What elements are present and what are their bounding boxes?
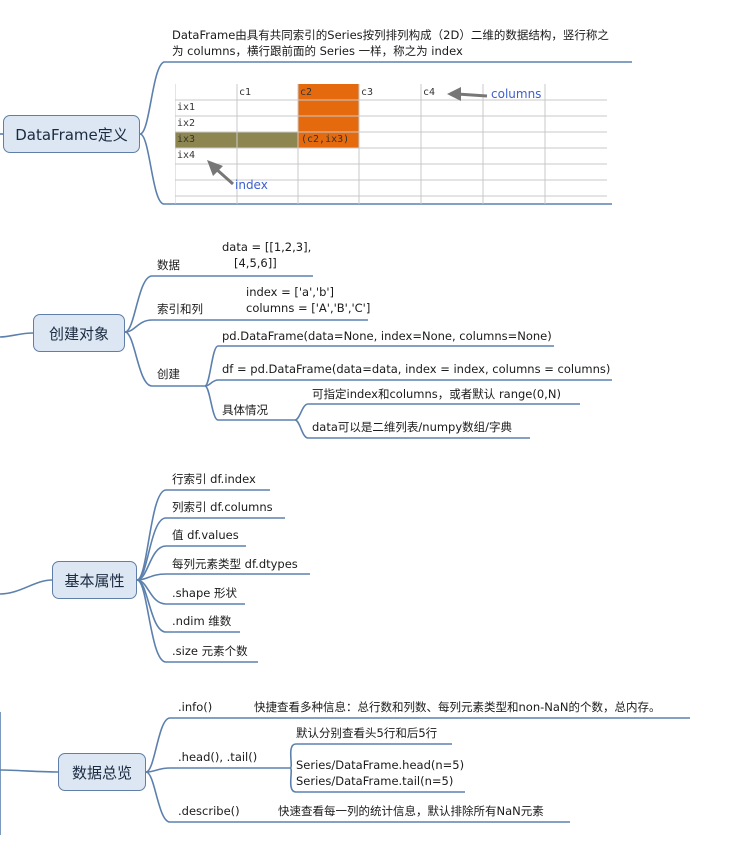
node-title: DataFrame定义 xyxy=(15,125,128,144)
row-label-ix2: ix2 xyxy=(177,118,196,129)
head-desc-1: 默认分别查看头5行和后5行 xyxy=(296,726,438,740)
node-basic-attributes[interactable]: 基本属性 xyxy=(52,561,137,599)
node-title: 创建对象 xyxy=(48,324,109,343)
node-create-object[interactable]: 创建对象 xyxy=(33,314,125,352)
index-annotation: index xyxy=(235,178,268,192)
definition-desc-line2: 为 columns，横行跟前面的 Series 一样，称之为 index xyxy=(172,44,463,58)
definition-desc-line1: DataFrame由具有共同索引的Series按列排列构成（2D）二维的数据结构… xyxy=(172,28,609,42)
highlight-cell-label: (c2,ix3) xyxy=(301,134,350,145)
index-columns-label: 索引和列 xyxy=(157,302,203,316)
create-label: 创建 xyxy=(157,367,180,381)
head-desc-3: Series/DataFrame.tail(n=5) xyxy=(296,774,454,788)
column-label-c1: c1 xyxy=(239,87,252,98)
node-title: 基本属性 xyxy=(64,571,125,590)
describe-desc: 快速查看每一列的统计信息，默认排除所有NaN元素 xyxy=(278,804,544,818)
attr-size: .size 元素个数 xyxy=(172,644,248,658)
attr-values: 值 df.values xyxy=(172,528,239,542)
dataframe-figure: c1 c2 c3 c4 ix1 ix2 ix3 ix4 (c2,ix3) col… xyxy=(175,84,607,204)
columns-annotation: columns xyxy=(491,87,542,101)
detail-label: 具体情况 xyxy=(222,403,268,417)
detail-1: 可指定index和columns，或者默认 range(0,N) xyxy=(312,387,561,401)
column-label-c2: c2 xyxy=(300,87,313,98)
dataframe-grid xyxy=(175,84,607,204)
row-label-ix3: ix3 xyxy=(177,134,196,145)
node-data-overview[interactable]: 数据总览 xyxy=(58,753,146,791)
attr-shape: .shape 形状 xyxy=(172,586,238,600)
data-line1: data = [[1,2,3], xyxy=(222,240,312,254)
column-label-c3: c3 xyxy=(361,87,374,98)
detail-2: data可以是二维列表/numpy数组/字典 xyxy=(312,420,513,434)
attr-ndim: .ndim 维数 xyxy=(172,614,232,628)
row-label-ix4: ix4 xyxy=(177,150,196,161)
head-desc-2: Series/DataFrame.head(n=5) xyxy=(296,758,465,772)
attr-dtypes: 每列元素类型 df.dtypes xyxy=(172,557,298,571)
data-label: 数据 xyxy=(157,258,180,272)
index-line: index = ['a','b'] xyxy=(246,285,335,299)
node-title: 数据总览 xyxy=(71,763,132,782)
info-desc: 快捷查看多种信息：总行数和列数、每列元素类型和non-NaN的个数，总内存。 xyxy=(254,700,661,714)
columns-line: columns = ['A','B','C'] xyxy=(246,301,371,315)
attr-columns: 列索引 df.columns xyxy=(172,500,273,514)
row-label-ix1: ix1 xyxy=(177,102,196,113)
head-tail-label: .head(), .tail() xyxy=(178,750,258,764)
create-example: df = pd.DataFrame(data=data, index = ind… xyxy=(222,362,611,376)
node-dataframe-definition[interactable]: DataFrame定义 xyxy=(3,115,140,153)
create-signature: pd.DataFrame(data=None, index=None, colu… xyxy=(222,329,552,343)
attr-index: 行索引 df.index xyxy=(172,472,256,486)
describe-label: .describe() xyxy=(178,804,240,818)
column-label-c4: c4 xyxy=(423,87,436,98)
data-line2: [4,5,6]] xyxy=(234,256,277,270)
info-label: .info() xyxy=(178,700,213,714)
